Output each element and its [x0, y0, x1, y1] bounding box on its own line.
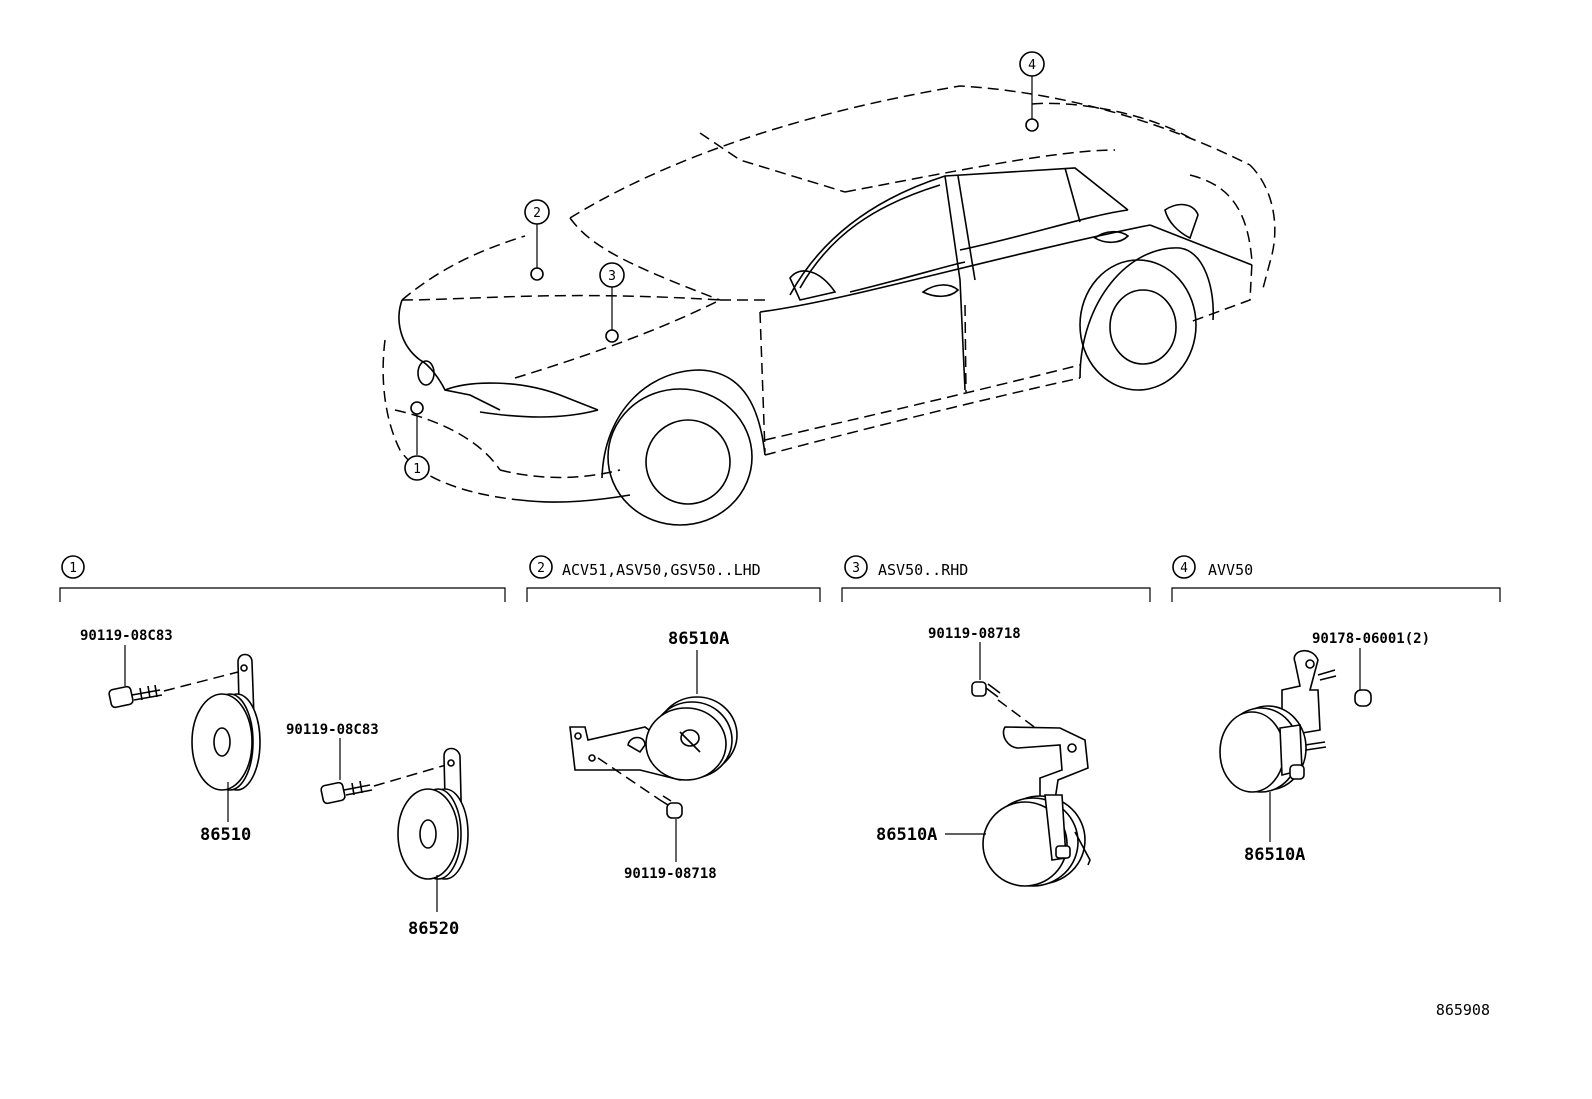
figure-id: 865908: [1436, 1001, 1490, 1019]
car-callout-4: 4: [1019, 51, 1045, 132]
part-number-86510A: 86510A: [876, 825, 937, 845]
part-number-90178-06001: 90178-06001(2): [1312, 631, 1430, 647]
car-callout-2: 2: [524, 199, 550, 281]
part-number-86510A: 86510A: [1244, 845, 1305, 865]
horn-86510A: [1219, 705, 1307, 842]
part-number-86510A: 86510A: [668, 629, 729, 649]
bolt-part: [320, 738, 447, 805]
part-number-90119-08C83: 90119-08C83: [80, 628, 173, 644]
part-number-90119-08718: 90119-08718: [624, 866, 717, 882]
section-4-parts: 90178-06001(2) 86510A: [1219, 631, 1430, 865]
part-number-86520: 86520: [408, 919, 459, 939]
part-number-90119-08C83: 90119-08C83: [286, 722, 379, 738]
section-2-parts: 86510A 90119-08718: [569, 629, 738, 882]
section-1-num: 1: [69, 561, 77, 576]
section-4-header: 4 AVV50: [1171, 555, 1501, 602]
horn-86510A: [945, 794, 1091, 887]
section-2-header: 2 ACV51,ASV50,GSV50..LHD: [526, 555, 821, 602]
nut-part: [1354, 648, 1372, 707]
section-3-parts: 90119-08718 86510A: [876, 626, 1091, 887]
bolt-part: [108, 645, 239, 709]
section-3-num: 3: [852, 561, 860, 576]
section-1-parts: 90119-08C83 86510 90119-08C83 86520: [80, 628, 469, 939]
car-illustration: [382, 85, 1276, 526]
horn-86510A: [645, 696, 738, 781]
section-1-header: 1: [59, 555, 506, 602]
car-callout-2-num: 2: [533, 206, 541, 221]
bolt-part: [597, 757, 683, 862]
car-callout-1-num: 1: [413, 462, 421, 477]
horn-86510: [191, 653, 261, 822]
horn-86520: [397, 747, 469, 912]
section-3-label: ASV50..RHD: [878, 561, 968, 579]
car-callout-3: 3: [599, 262, 625, 343]
part-number-86510: 86510: [200, 825, 251, 845]
section-3-header: 3 ASV50..RHD: [841, 555, 1151, 602]
car-callout-3-num: 3: [608, 269, 616, 284]
section-2-label: ACV51,ASV50,GSV50..LHD: [562, 561, 761, 579]
bolt-part: [971, 642, 1046, 736]
section-4-num: 4: [1180, 561, 1188, 576]
part-number-90119-08718: 90119-08718: [928, 626, 1021, 642]
section-2-num: 2: [537, 561, 545, 576]
car-callout-1: 1: [404, 401, 430, 481]
car-callout-4-num: 4: [1028, 58, 1036, 73]
section-4-label: AVV50: [1208, 561, 1253, 579]
bracket-part: [1002, 726, 1089, 801]
